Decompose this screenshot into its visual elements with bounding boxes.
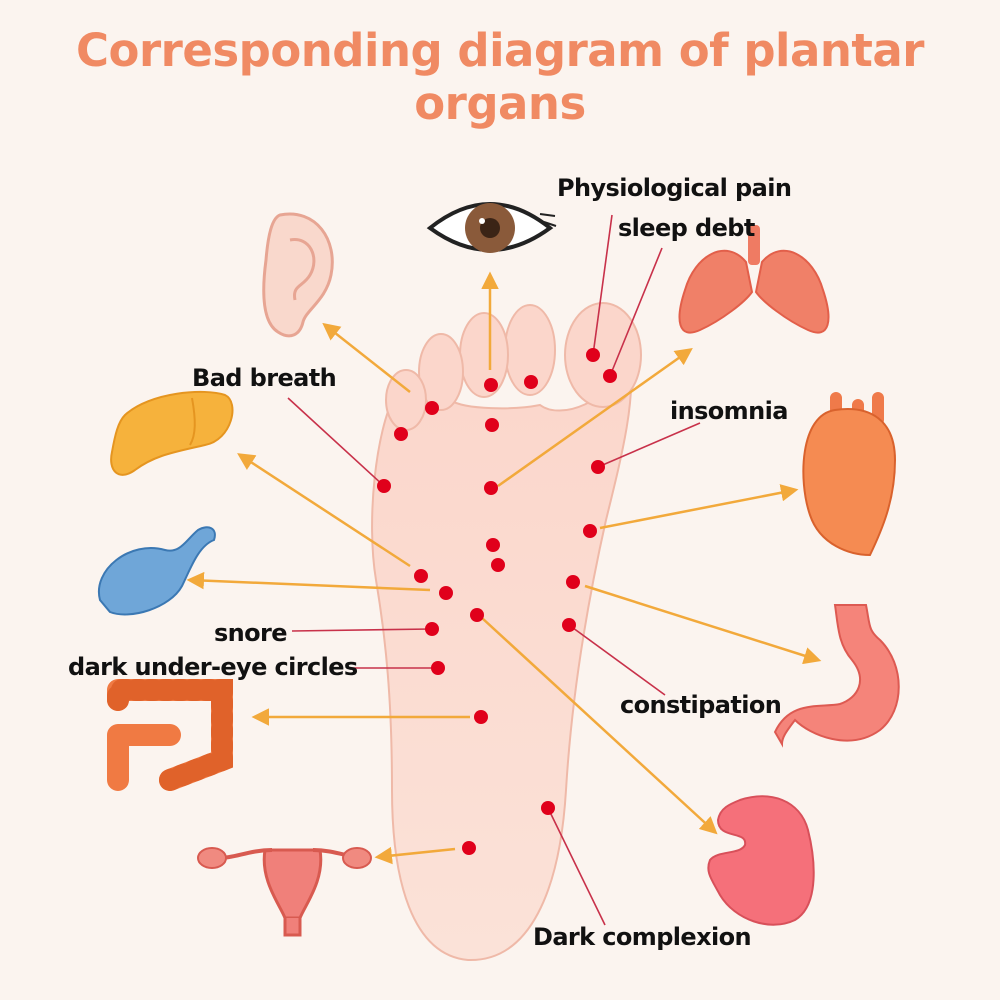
ear-icon [262, 212, 334, 338]
reflex-point [474, 710, 488, 724]
line-snore [291, 628, 433, 632]
reflex-point [566, 575, 580, 589]
reflex-point [491, 558, 505, 572]
arrow-to-lungs [497, 347, 693, 488]
page-title: Corresponding diagram of plantar organs [76, 24, 924, 130]
reflex-point [425, 401, 439, 415]
heart-icon [802, 392, 897, 557]
label-bad-breath: Bad breath [192, 364, 337, 392]
large-intestine-icon [107, 679, 233, 791]
toe-3 [459, 312, 509, 398]
arrow-to-stomach [584, 584, 822, 665]
reflex-point [586, 348, 600, 362]
reflex-point [583, 524, 597, 538]
reflex-point [541, 801, 555, 815]
reflex-point [484, 481, 498, 495]
reflex-point [485, 418, 499, 432]
arrow-to-ear [322, 322, 411, 393]
reflex-point [591, 460, 605, 474]
uterus-icon [197, 847, 372, 937]
reflex-point [562, 618, 576, 632]
label-snore: snore [214, 619, 288, 647]
toe-1 [564, 302, 642, 408]
arrow-to-kidney [481, 617, 718, 835]
reflex-point [486, 538, 500, 552]
label-physiological-pain: Physiological pain [557, 174, 792, 202]
line-dark-complexion [547, 807, 606, 926]
line-insomnia [597, 422, 701, 468]
foot [371, 302, 642, 962]
label-dark-complexion: Dark complexion [533, 923, 752, 951]
label-insomnia: insomnia [670, 397, 788, 425]
reflex-point [462, 841, 476, 855]
arrow-to-heart [599, 484, 799, 530]
reflex-point [603, 369, 617, 383]
gallbladder-icon [97, 526, 216, 616]
pancreas-icon [110, 390, 234, 476]
label-sleep-debt: sleep debt [618, 214, 755, 242]
line-physiological-pain [592, 214, 613, 356]
toe-4 [418, 333, 464, 411]
reflex-point [431, 661, 445, 675]
line-sleep-debt [609, 247, 663, 377]
reflex-point [377, 479, 391, 493]
reflex-point [470, 608, 484, 622]
reflex-point [414, 569, 428, 583]
arrow-to-uterus [374, 846, 456, 865]
label-dark-under-eye-circles: dark under-eye circles [68, 653, 358, 681]
line-constipation [568, 624, 666, 696]
foot-sole [371, 351, 633, 962]
arrow-to-gallbladder [186, 571, 431, 592]
eye-icon [426, 202, 557, 253]
stomach-icon [773, 604, 900, 748]
lungs-icon [678, 225, 830, 334]
reflex-point [394, 427, 408, 441]
line-bad-breath [287, 397, 385, 487]
reflex-point [439, 586, 453, 600]
label-constipation: constipation [620, 691, 782, 719]
reflex-point [484, 378, 498, 392]
kidney-icon [707, 795, 815, 926]
reflex-point [524, 375, 538, 389]
reflex-point [425, 622, 439, 636]
arrow-to-pancreas [237, 453, 411, 568]
